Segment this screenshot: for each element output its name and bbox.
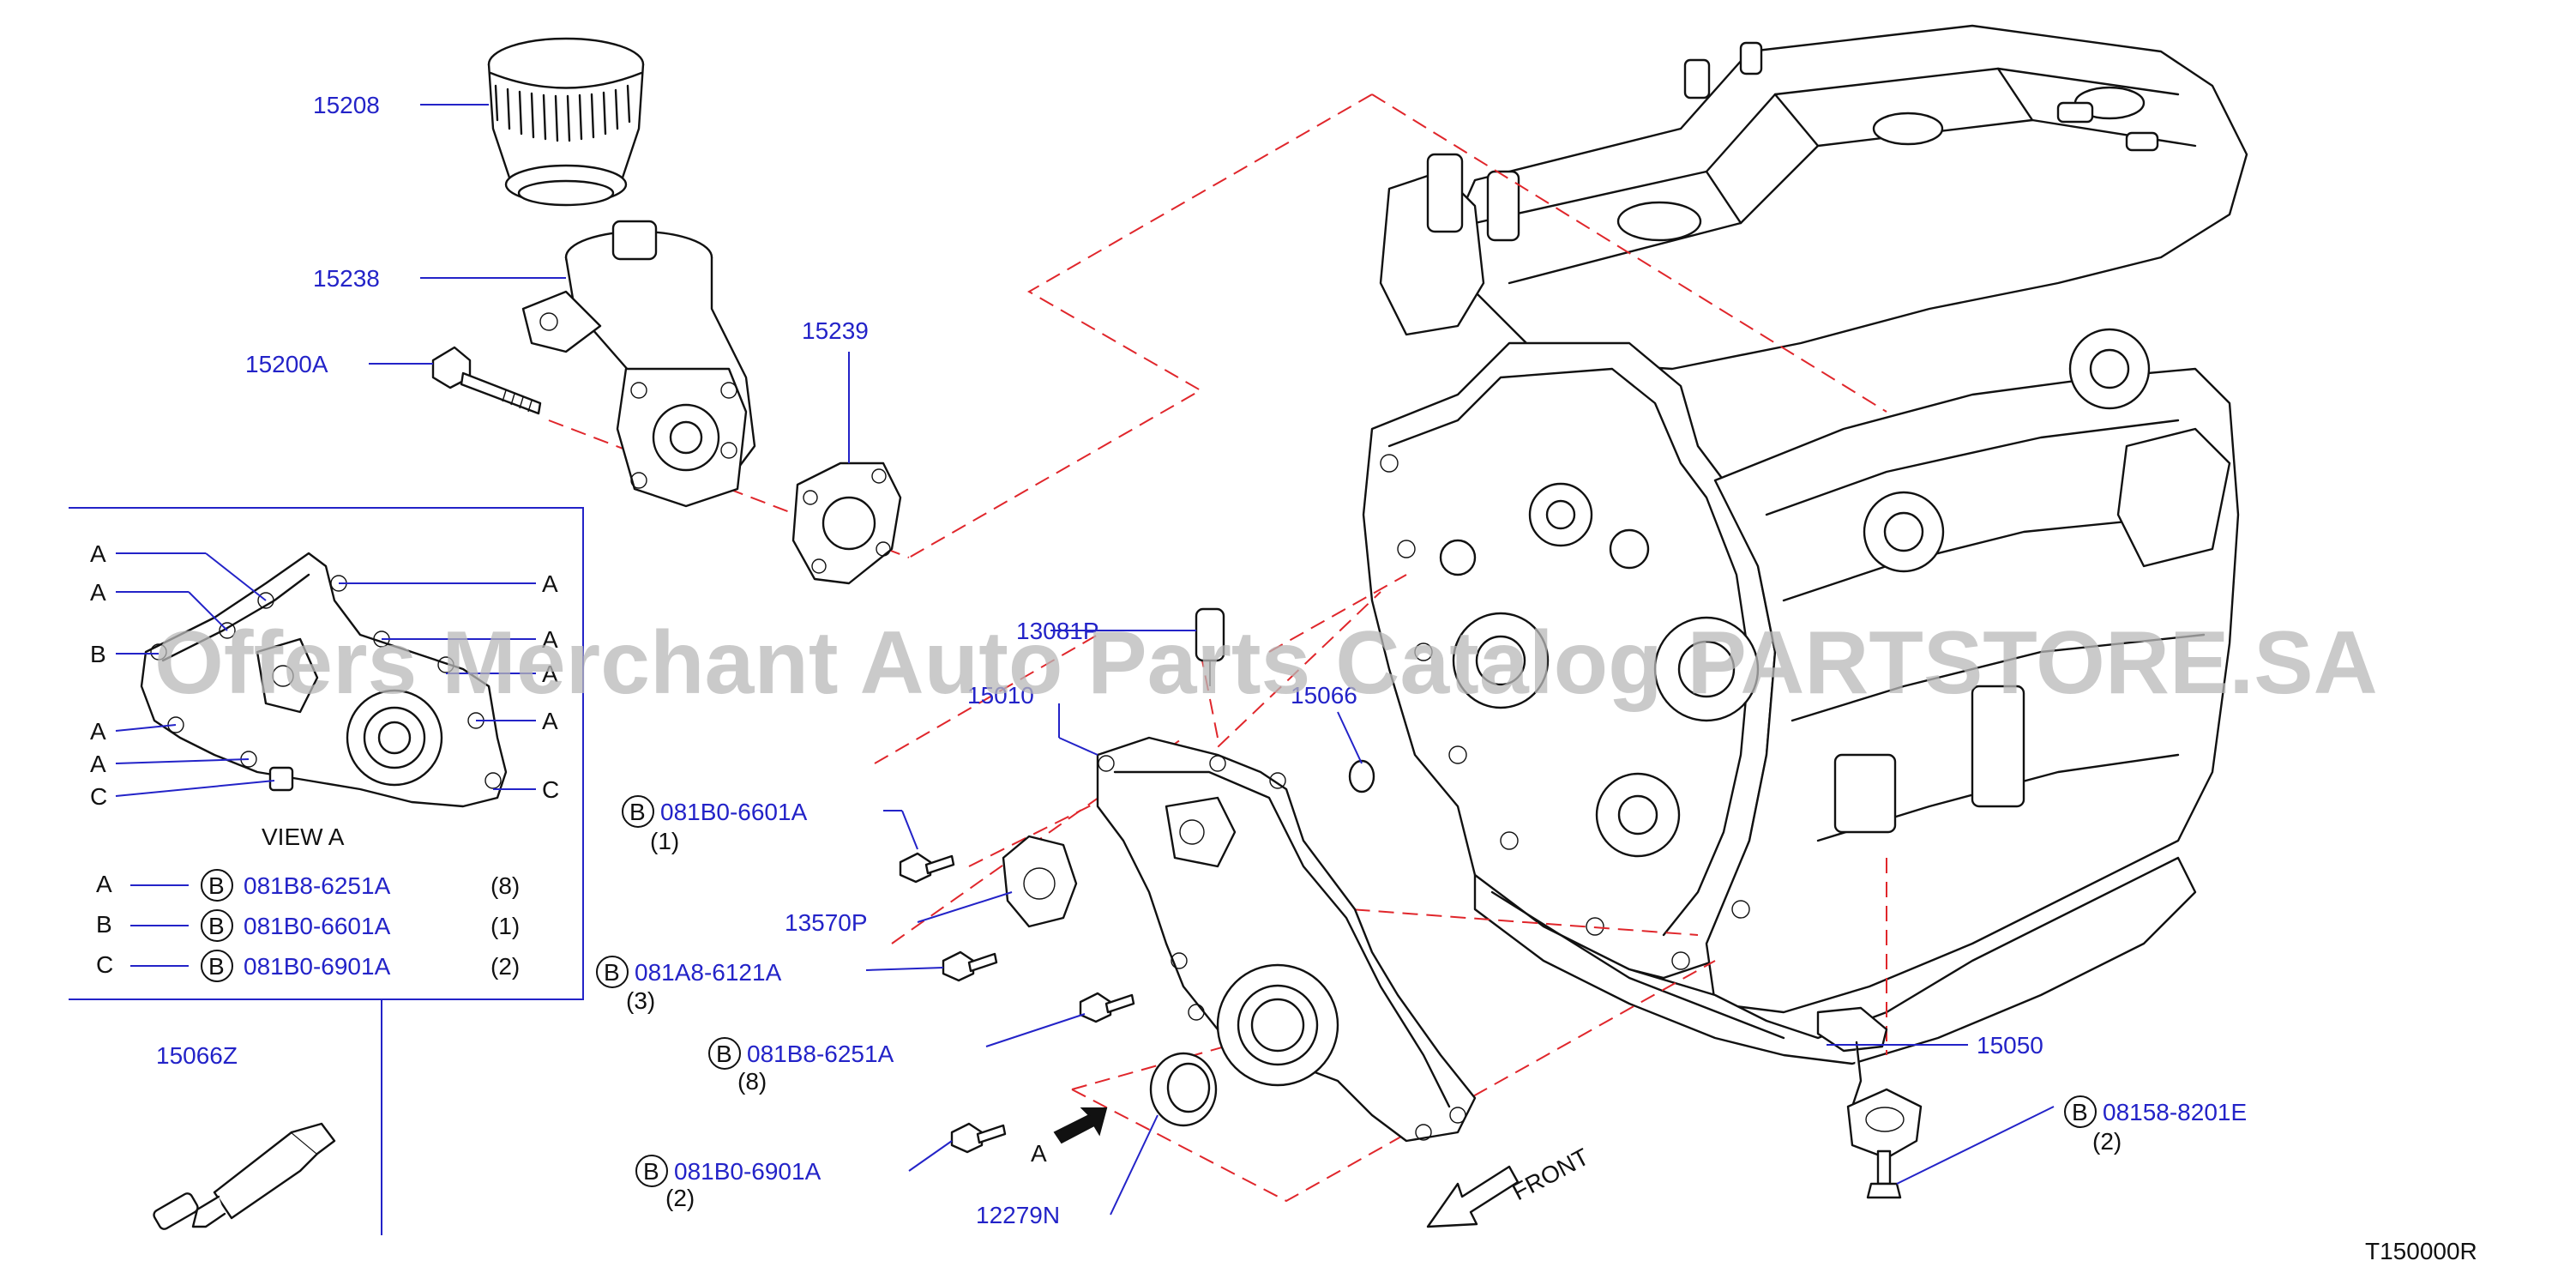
oil-strainer[interactable] xyxy=(1816,1006,1923,1160)
bolt-code[interactable]: 081B0-6901A xyxy=(674,1158,822,1185)
view-a-arrow xyxy=(1053,1107,1108,1144)
bolt-callout-08158-8201E[interactable]: B 08158-8201E (2) xyxy=(2064,1095,2247,1155)
view-mark-left-4: A xyxy=(90,718,106,745)
liquid-gasket-tube[interactable] xyxy=(152,1122,336,1231)
bolt-badge: B xyxy=(2072,1099,2088,1125)
legend-qty-c: (2) xyxy=(491,953,520,980)
front-direction-arrow xyxy=(1426,1165,1520,1228)
bracket-bolt[interactable] xyxy=(431,346,542,415)
view-mark-right-2: A xyxy=(542,626,558,653)
legend-qty-b: (1) xyxy=(491,913,520,939)
legend-code-a[interactable]: 081B8-6251A xyxy=(244,872,391,899)
view-a-panel: A A B A A C A A A A C VIEW A A B 081B8-6… xyxy=(69,507,584,1235)
front-label: FRONT xyxy=(1508,1143,1593,1206)
bolt-code[interactable]: 081B0-6601A xyxy=(660,799,808,825)
view-mark-left-3: B xyxy=(90,641,106,667)
bolt-qty: (8) xyxy=(737,1068,767,1095)
label-15239[interactable]: 15239 xyxy=(802,317,869,344)
label-15200A[interactable]: 15200A xyxy=(245,351,328,377)
label-15066Z[interactable]: 15066Z xyxy=(156,1042,238,1069)
view-a-arrow-label: A xyxy=(1031,1140,1047,1167)
watermark: Offers Merchant Auto Parts Catalog PARTS… xyxy=(154,613,2378,713)
bracket-gasket[interactable] xyxy=(791,462,902,585)
bolt-badge: B xyxy=(716,1041,732,1067)
strainer-bolt[interactable] xyxy=(1866,1149,1902,1199)
diagram-id: T150000R xyxy=(2365,1238,2477,1264)
label-15238[interactable]: 15238 xyxy=(313,265,380,292)
legend-badge-a: B xyxy=(208,872,225,899)
view-mark-left-5: A xyxy=(90,751,106,777)
bolt-qty: (3) xyxy=(626,987,655,1014)
label-13570P[interactable]: 13570P xyxy=(785,909,868,936)
label-13081P[interactable]: 13081P xyxy=(1016,618,1099,644)
label-15066[interactable]: 15066 xyxy=(1291,682,1357,709)
label-15010[interactable]: 15010 xyxy=(967,682,1034,709)
bolt-badge: B xyxy=(629,799,646,825)
oil-filter[interactable] xyxy=(487,37,645,207)
label-12279N[interactable]: 12279N xyxy=(976,1202,1060,1228)
bolt-callout-081A8-6121A[interactable]: B 081A8-6121A (3) xyxy=(596,956,782,1014)
bolt-code[interactable]: 081B8-6251A xyxy=(747,1041,894,1067)
front-cover[interactable] xyxy=(1096,607,1477,1143)
cover-gasket[interactable] xyxy=(1002,835,1078,928)
bolt-callout-081B0-6601A[interactable]: B 081B0-6601A (1) xyxy=(622,795,808,854)
bolt-callout-081B8-6251A[interactable]: B 081B8-6251A (8) xyxy=(708,1037,894,1095)
bolt-qty: (2) xyxy=(2092,1128,2122,1155)
legend-code-b[interactable]: 081B0-6601A xyxy=(244,913,391,939)
view-mark-right-1: A xyxy=(542,570,558,597)
view-mark-left-2: A xyxy=(90,579,106,606)
view-mark-right-3: A xyxy=(542,661,558,687)
view-a-title: VIEW A xyxy=(262,824,345,850)
legend-key-b: B xyxy=(96,911,112,938)
bolt-qty: (2) xyxy=(665,1185,695,1211)
view-mark-right-4: A xyxy=(542,708,558,734)
legend-badge-b: B xyxy=(208,913,225,939)
view-mark-left-1: A xyxy=(90,540,106,567)
cover-bolts[interactable] xyxy=(899,852,1135,1154)
legend-code-c[interactable]: 081B0-6901A xyxy=(244,953,391,980)
leader-lines xyxy=(369,104,2055,1216)
engine-block-drawing xyxy=(1362,24,2248,1065)
label-15050[interactable]: 15050 xyxy=(1977,1032,2043,1059)
legend-badge-c: B xyxy=(208,953,225,980)
o-ring[interactable] xyxy=(1348,759,1375,793)
front-oil-seal[interactable] xyxy=(1149,1052,1218,1127)
legend-qty-a: (8) xyxy=(491,872,520,899)
legend-key-c: C xyxy=(96,951,113,978)
view-mark-left-6: C xyxy=(90,783,107,810)
bolt-callout-081B0-6901A[interactable]: B 081B0-6901A (2) xyxy=(635,1155,822,1211)
view-mark-right-5: C xyxy=(542,776,559,803)
bolt-code[interactable]: 081A8-6121A xyxy=(635,959,782,986)
bolt-qty: (1) xyxy=(650,828,679,854)
bolt-badge: B xyxy=(643,1158,659,1185)
legend-key-a: A xyxy=(96,871,112,897)
label-15208[interactable]: 15208 xyxy=(313,92,380,118)
oil-filter-bracket[interactable] xyxy=(521,220,756,508)
bolt-code[interactable]: 08158-8201E xyxy=(2103,1099,2247,1125)
bolt-badge: B xyxy=(604,959,620,986)
